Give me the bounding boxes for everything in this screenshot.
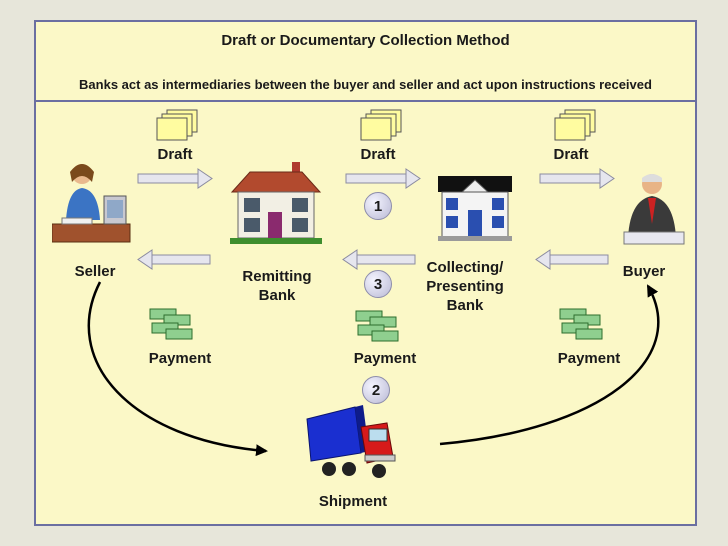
payment-label-1: Payment — [148, 350, 212, 367]
collecting-bank-line-1: Collecting/ — [426, 259, 504, 276]
step-badge-1: 1 — [364, 192, 392, 220]
payment-arrow-3 — [535, 249, 609, 270]
collecting-bank-label: Collecting/ Presenting Bank — [410, 258, 520, 315]
money-stack-icon — [559, 308, 603, 340]
payment-arrow-2 — [342, 249, 416, 270]
step-badge-2: 2 — [362, 376, 390, 404]
remitting-bank-label: Remitting Bank — [222, 267, 332, 305]
remitting-bank-line-2: Bank — [258, 287, 296, 304]
document-stack-icon — [554, 109, 596, 141]
draft-label-3: Draft — [553, 146, 589, 163]
draft-arrow-1 — [137, 168, 213, 189]
diagram-title: Draft or Documentary Collection Method — [221, 32, 510, 49]
document-stack-icon — [156, 109, 198, 141]
payment-arrow-1 — [137, 249, 211, 270]
header: Draft or Documentary Collection Method B… — [36, 22, 695, 102]
collecting-bank-line-3: Bank — [446, 297, 484, 314]
seller-label: Seller — [74, 263, 116, 280]
diagram-subtitle: Banks act as intermediaries between the … — [79, 77, 652, 92]
money-stack-icon — [355, 310, 399, 342]
shipment-label: Shipment — [318, 493, 388, 510]
draft-arrow-3 — [539, 168, 615, 189]
shipment-to-buyer-curve — [439, 284, 660, 446]
collecting-bank-line-2: Presenting — [426, 278, 504, 295]
buyer-person-icon — [623, 174, 685, 245]
truck-icon — [306, 405, 396, 478]
payment-label-2: Payment — [353, 350, 417, 367]
payment-label-3: Payment — [557, 350, 621, 367]
draft-arrow-2 — [345, 168, 421, 189]
bank-building-icon — [438, 176, 512, 241]
seller-to-shipment-curve — [87, 281, 268, 457]
buyer-label: Buyer — [622, 263, 666, 280]
document-stack-icon — [360, 109, 402, 141]
seller-person-icon — [52, 164, 131, 243]
step-badge-3: 3 — [364, 270, 392, 298]
draft-label-1: Draft — [157, 146, 193, 163]
remitting-bank-line-1: Remitting — [242, 268, 312, 285]
draft-label-2: Draft — [360, 146, 396, 163]
house-icon — [230, 162, 322, 244]
money-stack-icon — [149, 308, 193, 340]
